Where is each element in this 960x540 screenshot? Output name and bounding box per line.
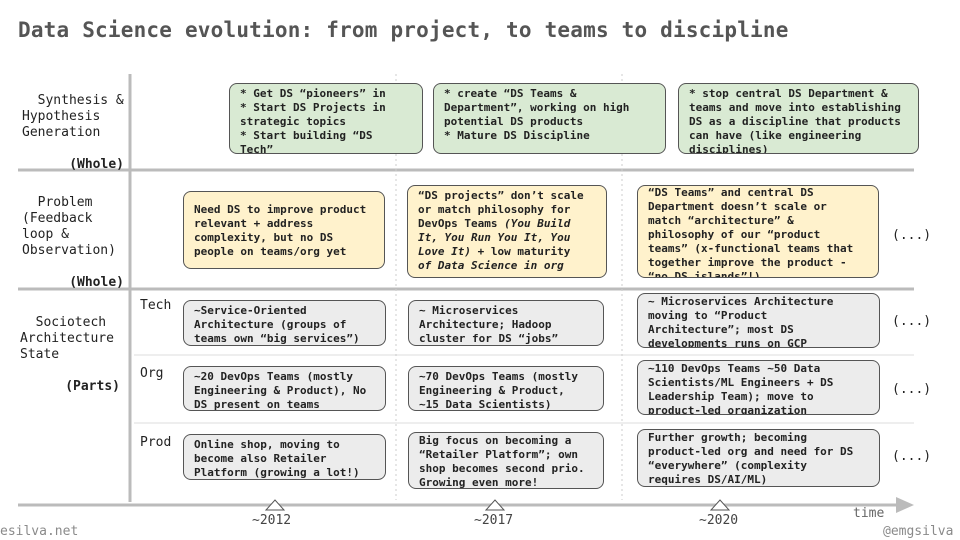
row-scope-problem: (Whole) (69, 275, 124, 290)
page-title: Data Science evolution: from project, to… (18, 18, 789, 42)
synthesis-2020-box: * stop central DS Department & teams and… (678, 83, 919, 154)
sublabel-prod: Prod (140, 435, 172, 450)
ellipsis-tech: (...) (892, 314, 932, 329)
row-scope-synthesis: (Whole) (69, 157, 124, 172)
prod-2020-box: Further growth; becoming product-led org… (637, 429, 880, 487)
year-label-2012: ~2012 (252, 513, 292, 528)
row-label-sociotech: Sociotech Architecture State (Parts) (20, 315, 120, 394)
synthesis-2012-box: * Get DS “pioneers” in * Start DS Projec… (229, 83, 423, 154)
ellipsis-org: (...) (892, 382, 932, 397)
problem-2017-box: “DS projects” don’t scale or match philo… (407, 185, 607, 278)
problem-2012-box: Need DS to improve product relevant + ad… (183, 191, 385, 269)
year-label-2020: ~2020 (699, 513, 739, 528)
row-label-synthesis: Synthesis & Hypothesis Generation (Whole… (22, 93, 124, 172)
sublabel-org: Org (140, 366, 164, 381)
year-marker-2020 (709, 499, 731, 511)
tech-2017-box: ~ Microservices Architecture; Hadoop clu… (408, 300, 604, 346)
row-label-problem: Problem (Feedback loop & Observation) (W… (22, 195, 124, 290)
sublabel-tech: Tech (140, 298, 172, 313)
tech-2012-box: ~Service-Oriented Architecture (groups o… (183, 300, 386, 346)
year-marker-2017 (484, 499, 506, 511)
time-axis-arrow (896, 497, 914, 513)
prod-2017-box: Big focus on becoming a “Retailer Platfo… (408, 432, 604, 489)
synthesis-2017-box: * create “DS Teams & Department”, workin… (433, 83, 666, 154)
footer-handle: @emgsilva (883, 524, 954, 539)
org-2020-box: ~110 DevOps Teams ~50 Data Scientists/ML… (637, 360, 880, 415)
footer-website: esilva.net (0, 524, 79, 539)
prod-2012-box: Online shop, moving to become also Retai… (183, 434, 386, 480)
org-2017-box: ~70 DevOps Teams (mostly Engineering & P… (408, 366, 604, 411)
org-2012-box: ~20 DevOps Teams (mostly Engineering & P… (183, 366, 386, 411)
ellipsis-prod: (...) (892, 449, 932, 464)
tech-2020-box: ~ Microservices Architecture moving to “… (637, 293, 880, 348)
time-axis-label: time (853, 506, 885, 521)
year-marker-2012 (264, 499, 286, 511)
row-scope-sociotech: (Parts) (65, 379, 120, 394)
year-label-2017: ~2017 (474, 513, 514, 528)
ellipsis-problem: (...) (892, 228, 932, 243)
problem-2020-box: “DS Teams” and central DS Department doe… (637, 185, 879, 278)
